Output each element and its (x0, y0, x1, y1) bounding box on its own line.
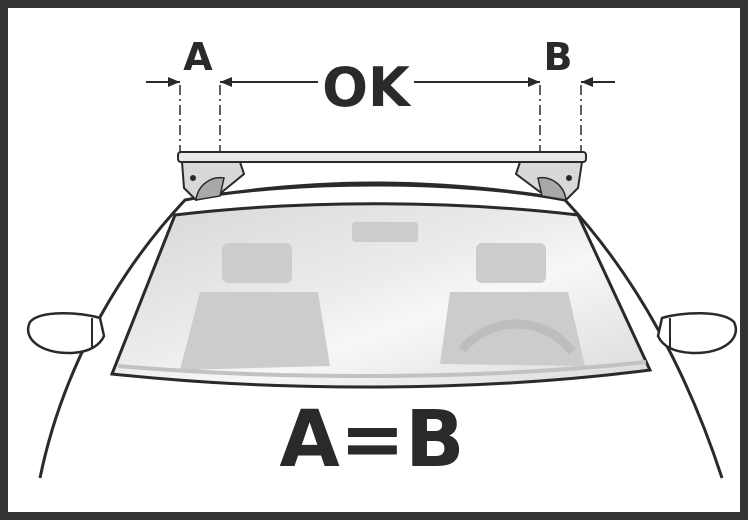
left-seat-back (180, 292, 330, 370)
right-seat-back (440, 292, 585, 366)
right-side-mirror (656, 311, 737, 355)
right-headrest (476, 243, 546, 283)
roof-edge (199, 181, 553, 199)
steering-wheel (458, 319, 576, 355)
right-rack-foot (514, 161, 584, 202)
dashboard (117, 360, 647, 379)
roof-rack-crossbar (177, 151, 587, 163)
label-b: B (544, 35, 573, 79)
left-headrest (222, 243, 292, 283)
label-a: A (183, 35, 213, 79)
rear-view-mirror (352, 222, 418, 242)
reference-lines (179, 85, 582, 152)
label-ok: OK (322, 56, 412, 119)
dimension-line (146, 77, 615, 87)
left-side-mirror (27, 311, 106, 355)
left-rack-foot (180, 161, 246, 202)
car-seats (180, 243, 585, 370)
formula-label: A=B (279, 395, 464, 485)
